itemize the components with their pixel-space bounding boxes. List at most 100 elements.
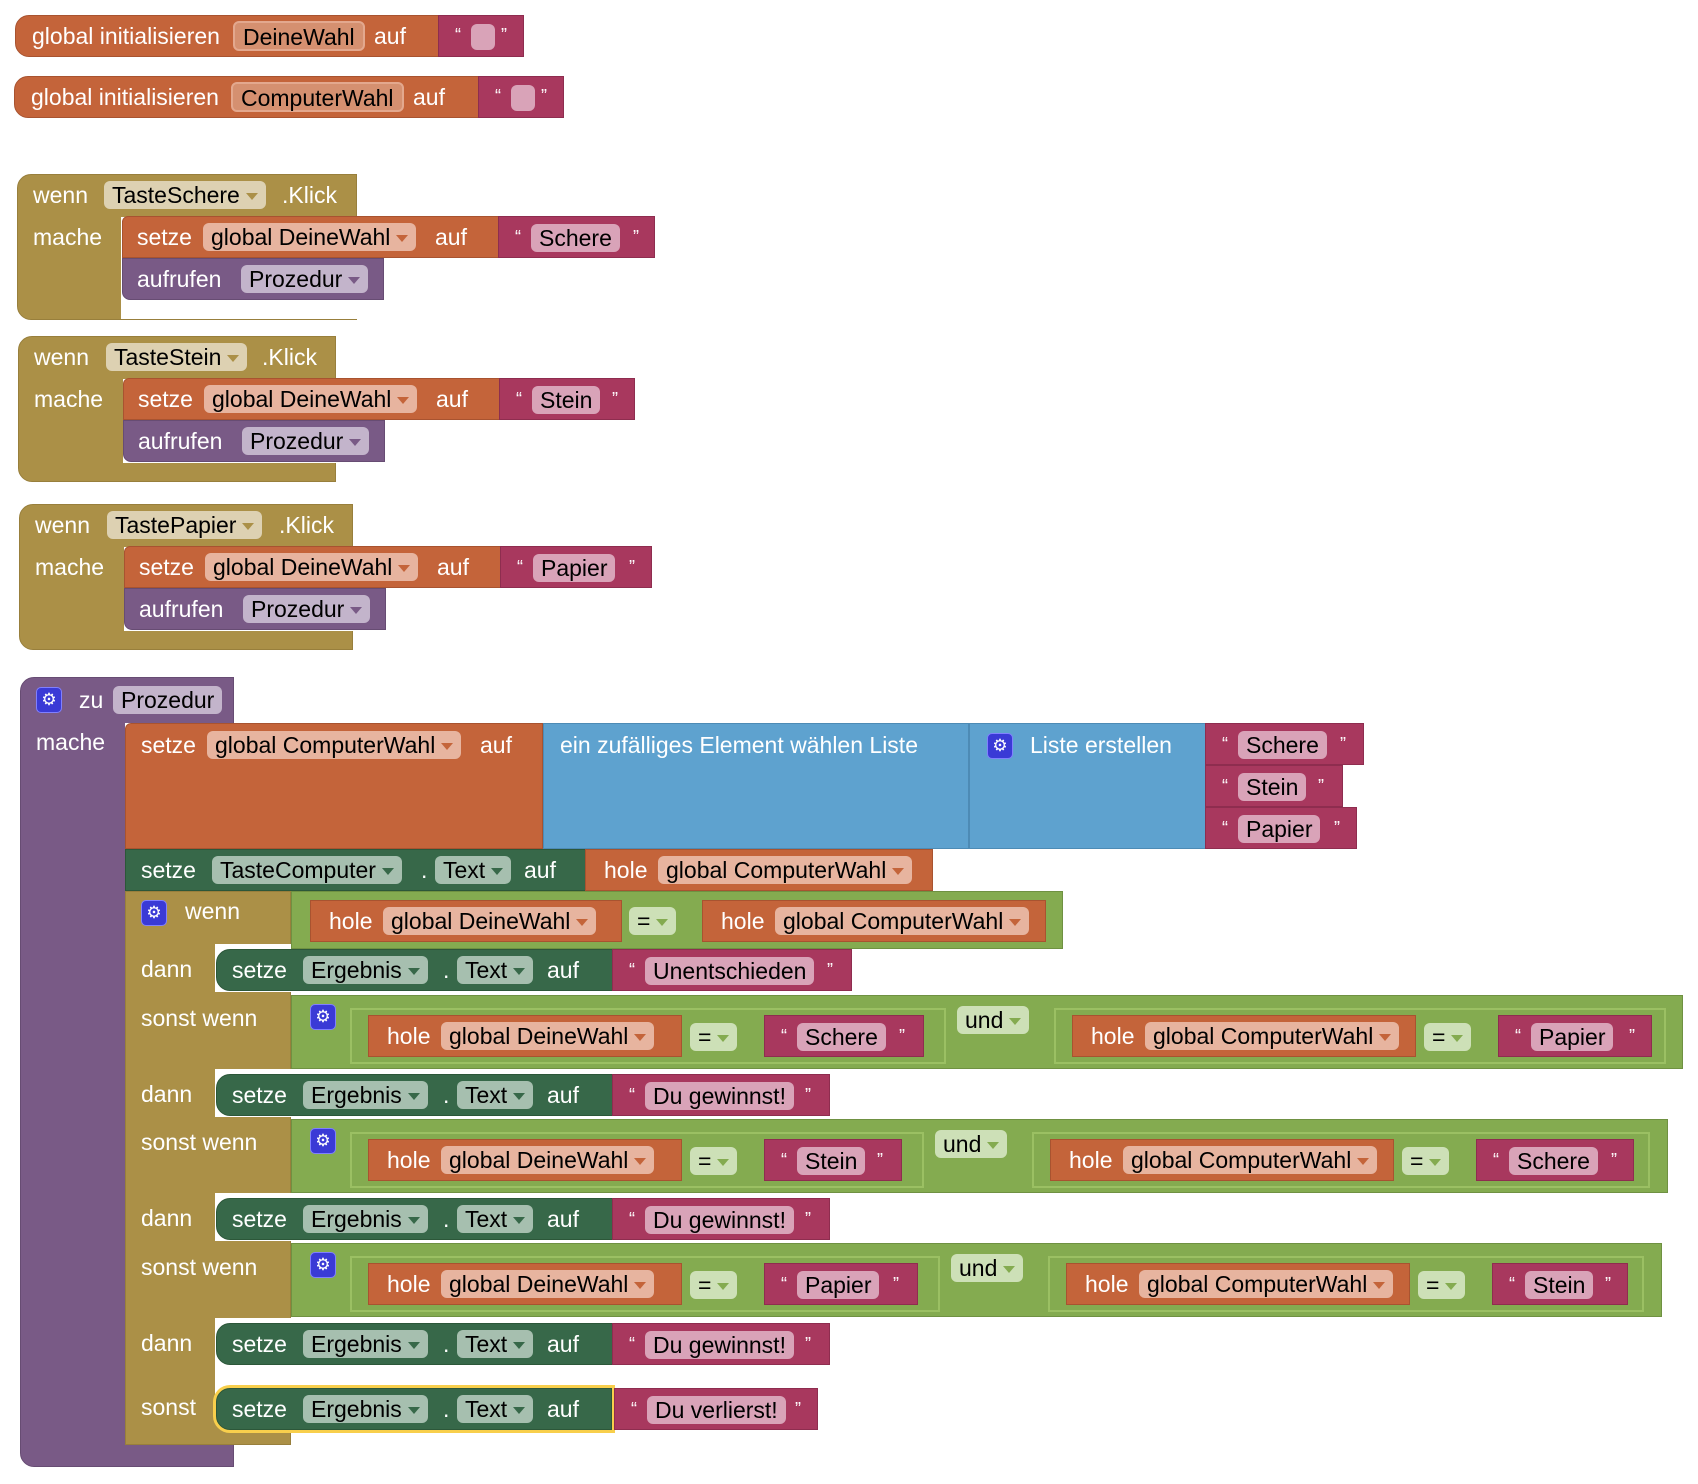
component-dropdown[interactable]: TastePapier: [107, 511, 263, 539]
text-value-field[interactable]: Schere: [1509, 1147, 1598, 1175]
operator-dropdown[interactable]: =: [1418, 1271, 1466, 1299]
call-procedure-block[interactable]: aufrufen Prozedur: [122, 258, 384, 300]
variable-dropdown[interactable]: global ComputerWahl: [207, 731, 462, 759]
text-block[interactable]: “ Stein ”: [499, 378, 635, 420]
component-dropdown[interactable]: TasteStein: [106, 343, 248, 371]
text-block[interactable]: “ Stein ”: [1492, 1263, 1628, 1305]
text-block[interactable]: “ Du gewinnst! ”: [612, 1074, 830, 1116]
and-block[interactable]: ⚙ hole global DeineWahl = “ Stein ” und …: [291, 1119, 1668, 1193]
variable-dropdown[interactable]: global DeineWahl: [203, 223, 417, 251]
compare-block[interactable]: hole global ComputerWahl = “ Stein ”: [1048, 1256, 1644, 1312]
component-dropdown[interactable]: Ergebnis: [303, 956, 428, 984]
empty-text-block[interactable]: “ ”: [438, 15, 524, 57]
set-component-property-block-selected[interactable]: setze Ergebnis . Text auf: [216, 1388, 612, 1430]
variable-dropdown[interactable]: global ComputerWahl: [1123, 1146, 1378, 1174]
get-variable-block[interactable]: hole global ComputerWahl: [585, 849, 933, 891]
text-value-field[interactable]: Du verlierst!: [647, 1396, 786, 1424]
variable-dropdown[interactable]: global DeineWahl: [383, 907, 597, 935]
set-component-property-block[interactable]: setze Ergebnis . Text auf: [216, 1323, 614, 1365]
text-block[interactable]: “ Schere ”: [764, 1015, 924, 1057]
operator-dropdown[interactable]: =: [690, 1023, 738, 1051]
text-block[interactable]: “ Papier ”: [500, 546, 652, 588]
global-init-computerwahl-block[interactable]: global initialisieren ComputerWahl auf: [14, 76, 480, 118]
operator-dropdown[interactable]: =: [1402, 1147, 1450, 1175]
call-procedure-block[interactable]: aufrufen Prozedur: [124, 588, 386, 630]
text-block[interactable]: “ Du gewinnst! ”: [612, 1198, 830, 1240]
compare-block[interactable]: hole global ComputerWahl = “ Papier ”: [1054, 1008, 1666, 1064]
component-dropdown[interactable]: Ergebnis: [303, 1395, 428, 1423]
variable-dropdown[interactable]: global ComputerWahl: [775, 907, 1030, 935]
text-value-field[interactable]: [471, 24, 495, 50]
get-variable-block[interactable]: hole global ComputerWahl: [1066, 1263, 1410, 1305]
get-variable-block[interactable]: hole global DeineWahl: [368, 1263, 682, 1305]
text-block[interactable]: “ Du gewinnst! ”: [612, 1323, 830, 1365]
and-block[interactable]: ⚙ hole global DeineWahl = “ Schere ” und…: [291, 995, 1683, 1069]
pick-random-item-block[interactable]: ein zufälliges Element wählen Liste: [543, 723, 969, 849]
set-computerwahl-block[interactable]: setze global ComputerWahl auf: [125, 723, 543, 849]
component-dropdown[interactable]: TasteSchere: [104, 181, 266, 209]
property-dropdown[interactable]: Text: [457, 1205, 534, 1233]
list-item-text-block[interactable]: “ Schere ”: [1205, 723, 1364, 765]
procedure-name-field[interactable]: Prozedur: [113, 686, 223, 714]
text-block[interactable]: “ Stein ”: [764, 1139, 902, 1181]
set-variable-block[interactable]: setze global DeineWahl auf: [124, 546, 502, 588]
set-component-property-block[interactable]: setze Ergebnis . Text auf: [216, 1074, 614, 1116]
and-block[interactable]: ⚙ hole global DeineWahl = “ Papier ” und…: [291, 1243, 1662, 1317]
call-procedure-block[interactable]: aufrufen Prozedur: [123, 420, 385, 462]
variable-dropdown[interactable]: global DeineWahl: [441, 1146, 655, 1174]
and-dropdown[interactable]: und: [957, 1006, 1030, 1034]
gear-icon[interactable]: ⚙: [141, 900, 167, 926]
get-variable-block[interactable]: hole global DeineWahl: [368, 1139, 682, 1181]
operator-dropdown[interactable]: =: [690, 1271, 738, 1299]
text-value-field[interactable]: Papier: [533, 554, 616, 582]
set-variable-block[interactable]: setze global DeineWahl auf: [122, 216, 500, 258]
text-value-field[interactable]: Stein: [532, 386, 601, 414]
component-dropdown[interactable]: Ergebnis: [303, 1205, 428, 1233]
compare-block[interactable]: hole global ComputerWahl = “ Schere ”: [1032, 1132, 1650, 1188]
text-block[interactable]: “ Du verlierst! ”: [614, 1388, 818, 1430]
text-value-field[interactable]: Stein: [1525, 1271, 1594, 1299]
text-value-field[interactable]: Papier: [797, 1271, 880, 1299]
text-value-field[interactable]: Du gewinnst!: [645, 1206, 794, 1234]
variable-dropdown[interactable]: global ComputerWahl: [658, 856, 913, 884]
text-block[interactable]: “ Schere ”: [498, 216, 655, 258]
global-init-deinewahl-block[interactable]: global initialisieren DeineWahl auf: [15, 15, 441, 57]
variable-dropdown[interactable]: global DeineWahl: [204, 385, 418, 413]
text-value-field[interactable]: Stein: [1238, 773, 1307, 801]
property-dropdown[interactable]: Text: [457, 1330, 534, 1358]
text-value-field[interactable]: Du gewinnst!: [645, 1082, 794, 1110]
compare-block[interactable]: hole global DeineWahl = “ Stein ”: [350, 1132, 924, 1188]
text-value-field[interactable]: Papier: [1238, 815, 1321, 843]
text-value-field[interactable]: Schere: [797, 1023, 886, 1051]
property-dropdown[interactable]: Text: [457, 1395, 534, 1423]
gear-icon[interactable]: ⚙: [310, 1128, 336, 1154]
text-value-field[interactable]: Du gewinnst!: [645, 1331, 794, 1359]
text-block[interactable]: “ Papier ”: [764, 1263, 918, 1305]
component-dropdown[interactable]: Ergebnis: [303, 1330, 428, 1358]
gear-icon[interactable]: ⚙: [987, 733, 1013, 759]
variable-dropdown[interactable]: global DeineWahl: [205, 553, 419, 581]
text-value-field[interactable]: Unentschieden: [645, 957, 815, 985]
compare-block[interactable]: hole global DeineWahl = “ Schere ”: [350, 1008, 946, 1064]
text-value-field[interactable]: Stein: [797, 1147, 866, 1175]
property-dropdown[interactable]: Text: [457, 956, 534, 984]
procedure-dropdown[interactable]: Prozedur: [241, 265, 369, 293]
compare-block[interactable]: hole global DeineWahl = “ Papier ”: [350, 1256, 940, 1312]
operator-dropdown[interactable]: =: [629, 907, 677, 935]
variable-dropdown[interactable]: global ComputerWahl: [1139, 1270, 1394, 1298]
text-value-field[interactable]: Schere: [531, 224, 620, 252]
text-value-field[interactable]: Schere: [1238, 731, 1327, 759]
variable-dropdown[interactable]: global ComputerWahl: [1145, 1022, 1400, 1050]
get-variable-block[interactable]: hole global DeineWahl: [310, 900, 622, 942]
gear-icon[interactable]: ⚙: [310, 1004, 336, 1030]
operator-dropdown[interactable]: =: [1424, 1023, 1472, 1051]
component-dropdown[interactable]: Ergebnis: [303, 1081, 428, 1109]
gear-icon[interactable]: ⚙: [310, 1252, 336, 1278]
procedure-dropdown[interactable]: Prozedur: [242, 427, 370, 455]
set-component-property-block[interactable]: setze Ergebnis . Text auf: [216, 949, 614, 991]
and-dropdown[interactable]: und: [935, 1130, 1008, 1158]
compare-block[interactable]: hole global DeineWahl = hole global Comp…: [291, 891, 1063, 949]
component-dropdown[interactable]: TasteComputer: [212, 856, 402, 884]
set-component-property-block[interactable]: setze TasteComputer . Text auf: [125, 849, 587, 891]
procedure-dropdown[interactable]: Prozedur: [243, 595, 371, 623]
